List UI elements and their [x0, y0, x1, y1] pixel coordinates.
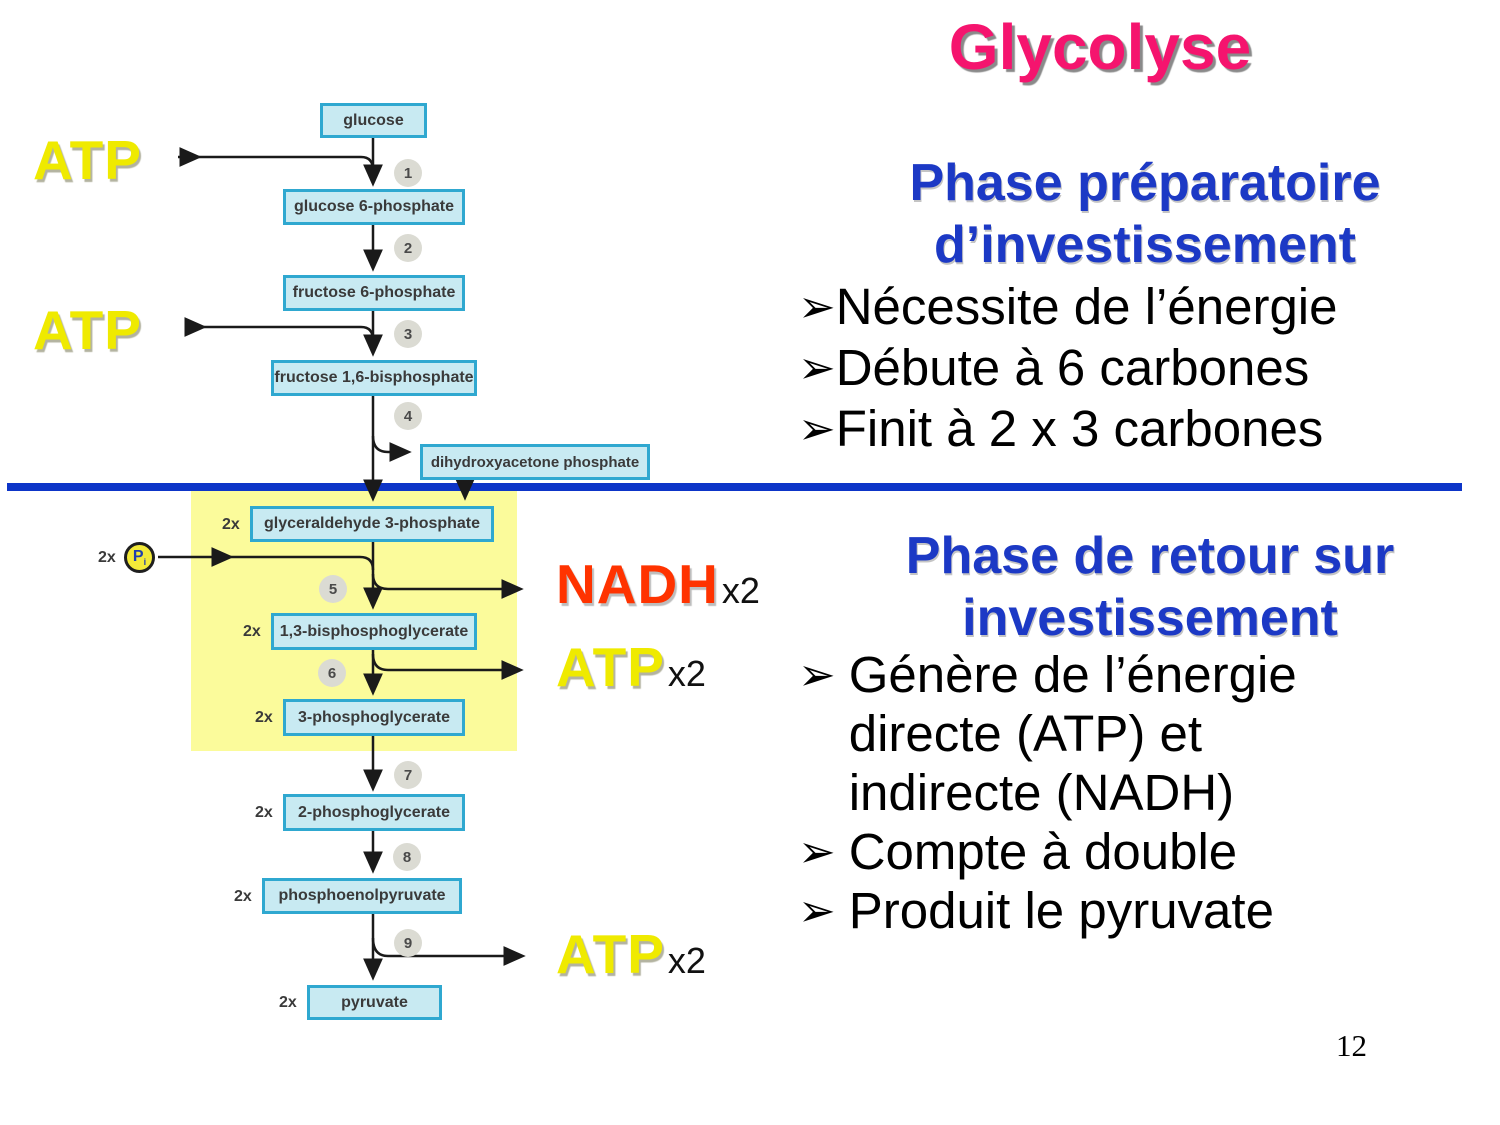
metabolite-box-glucose: glucose	[320, 103, 427, 138]
list-item: ➢ Nécessite de l’énergie	[798, 278, 1338, 335]
multiplier-label-13bpg: 2x	[243, 623, 261, 640]
metabolite-box-fructose-16-bisphosphate: fructose 1,6-bisphosphate	[271, 360, 477, 396]
arrow-bullet-icon: ➢	[798, 825, 836, 878]
metabolite-box-glyceraldehyde-3-phosphate: glyceraldehyde 3-phosphate	[250, 506, 494, 542]
list-item: ➢ Finit à 2 x 3 carbones	[798, 400, 1324, 457]
metabolite-box-fructose-6-phosphate: fructose 6-phosphate	[283, 275, 465, 311]
multiplier-label-pyruvate: 2x	[279, 994, 297, 1011]
list-item: ➢ Produit le pyruvate	[798, 882, 1274, 939]
step-number-7: 7	[394, 761, 422, 789]
page-title: Glycolyse	[948, 11, 1252, 83]
step-number-3: 3	[394, 320, 422, 348]
arrow-bullet-icon: ➢	[798, 648, 836, 701]
arrow-bullet-icon: ➢	[798, 402, 836, 455]
metabolite-box-3-phosphoglycerate: 3-phosphoglycerate	[283, 699, 465, 736]
arrow-bullet-icon: ➢	[798, 280, 836, 333]
phase1-bullet-list: ➢ Nécessite de l’énergie ➢ Débute à 6 ca…	[798, 276, 1338, 459]
multiplier-label-pep: 2x	[234, 888, 252, 905]
step-number-6: 6	[318, 659, 346, 687]
step-number-5: 5	[319, 575, 347, 603]
list-item: ➢ Génère de l’énergie directe (ATP) et i…	[798, 646, 1297, 821]
pi-token: Pi	[124, 542, 155, 573]
step-number-8: 8	[393, 843, 421, 871]
multiplier-label-3pg: 2x	[255, 709, 273, 726]
step-number-4: 4	[394, 402, 422, 430]
step-number-1: 1	[394, 159, 422, 187]
metabolite-box-dihydroxyacetone-phosphate: dihydroxyacetone phosphate	[420, 444, 650, 480]
page-number: 12	[1336, 1028, 1367, 1063]
arrow-bullet-icon: ➢	[798, 341, 836, 394]
step-number-9: 9	[394, 929, 422, 957]
phase-divider-line	[7, 483, 1462, 491]
atp-input-label-step1: ATP	[33, 129, 142, 191]
metabolite-box-glucose-6-phosphate: glucose 6-phosphate	[283, 189, 465, 225]
atp-input-label-step3: ATP	[33, 299, 142, 361]
metabolite-box-2-phosphoglycerate: 2-phosphoglycerate	[283, 794, 465, 831]
multiplier-label-g3p: 2x	[222, 516, 240, 533]
phase2-heading: Phase de retour sur investissement	[905, 527, 1395, 647]
phase1-heading: Phase préparatoire d’investissement	[909, 154, 1381, 274]
metabolite-box-phosphoenolpyruvate: phosphoenolpyruvate	[262, 878, 462, 914]
multiplier-label-2pg: 2x	[255, 804, 273, 821]
metabolite-box-pyruvate: pyruvate	[307, 985, 442, 1020]
multiplier-label-pi: 2x	[98, 549, 116, 566]
phase2-bullet-list: ➢ Génère de l’énergie directe (ATP) et i…	[798, 645, 1297, 940]
pi-symbol: Pi	[132, 547, 147, 568]
list-item: ➢ Débute à 6 carbones	[798, 339, 1310, 396]
metabolite-box-13-bisphosphoglycerate: 1,3-bisphosphoglycerate	[271, 613, 477, 650]
step-number-2: 2	[394, 234, 422, 262]
arrow-bullet-icon: ➢	[798, 884, 836, 937]
list-item: ➢ Compte à double	[798, 823, 1238, 880]
